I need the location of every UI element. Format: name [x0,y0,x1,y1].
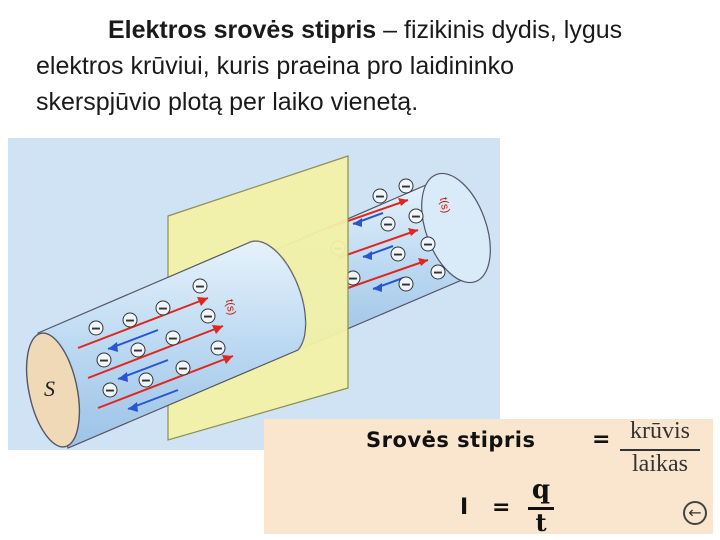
electron-symbol: − [158,302,167,315]
electron-symbol: − [195,280,204,293]
conductor-illustration: − − − − − − − − − − − − − − − − − − − − − − S t(s) t(s) [8,138,500,450]
electron-symbol: − [133,344,142,357]
electron-symbol: − [178,362,187,375]
electron-symbol: − [375,190,384,203]
electron-symbol: − [213,342,222,355]
fraction-bar [620,449,700,451]
electron-symbol: − [168,332,177,345]
symbol-time: t [535,508,547,537]
electron-symbol: − [433,266,442,279]
definition-part-1: – fizikinis dydis, lygus [376,16,623,44]
term: Elektros srovės stipris [108,16,377,44]
fraction-numerator: krūvis [630,418,690,444]
definition-part-3: skerspjūvio plotą per laiko vienetą. [36,88,419,116]
electron-symbol: − [141,374,150,387]
equals-sign-2: = [492,495,511,520]
conductor-end-cap [25,332,81,448]
near-arrows [77,297,234,412]
formula-panel: Srovės stipris = krūvis laikas I = q t ← [264,418,713,537]
electron-symbol: − [393,248,402,261]
equals-sign: = [592,427,611,452]
electron-symbol: − [203,310,212,323]
time-label-near: t(s) [223,298,238,316]
time-label-far: t(s) [437,196,452,214]
fraction-bar-2 [528,507,554,510]
formula-label: Srovės stipris [366,428,536,452]
electron-symbol: − [99,354,108,367]
symbol-charge: q [531,475,551,505]
electron-symbol: − [105,384,114,397]
electron-symbol: − [401,278,410,291]
near-electrons: − − − − − − − − − − − − [88,278,226,398]
electron-symbol: − [91,322,100,335]
definition-part-2: elektros krūviui, kuris praeina pro laid… [36,52,515,80]
symbol-current: I [460,495,469,520]
cross-section-ring [247,240,307,351]
electron-symbol: − [401,180,410,193]
electron-symbol: − [348,272,357,285]
back-arrow-icon[interactable]: ← [683,501,707,525]
electron-symbol: − [383,218,392,231]
electron-symbol: − [125,314,134,327]
fraction-denominator: laikas [632,451,688,477]
electron-symbol: − [423,238,432,251]
area-label: S [44,376,55,401]
far-arrows [327,198,429,292]
electron-symbol: − [411,210,420,223]
definition-text: Elektros srovės stipris – fizikinis dydi… [36,12,696,120]
